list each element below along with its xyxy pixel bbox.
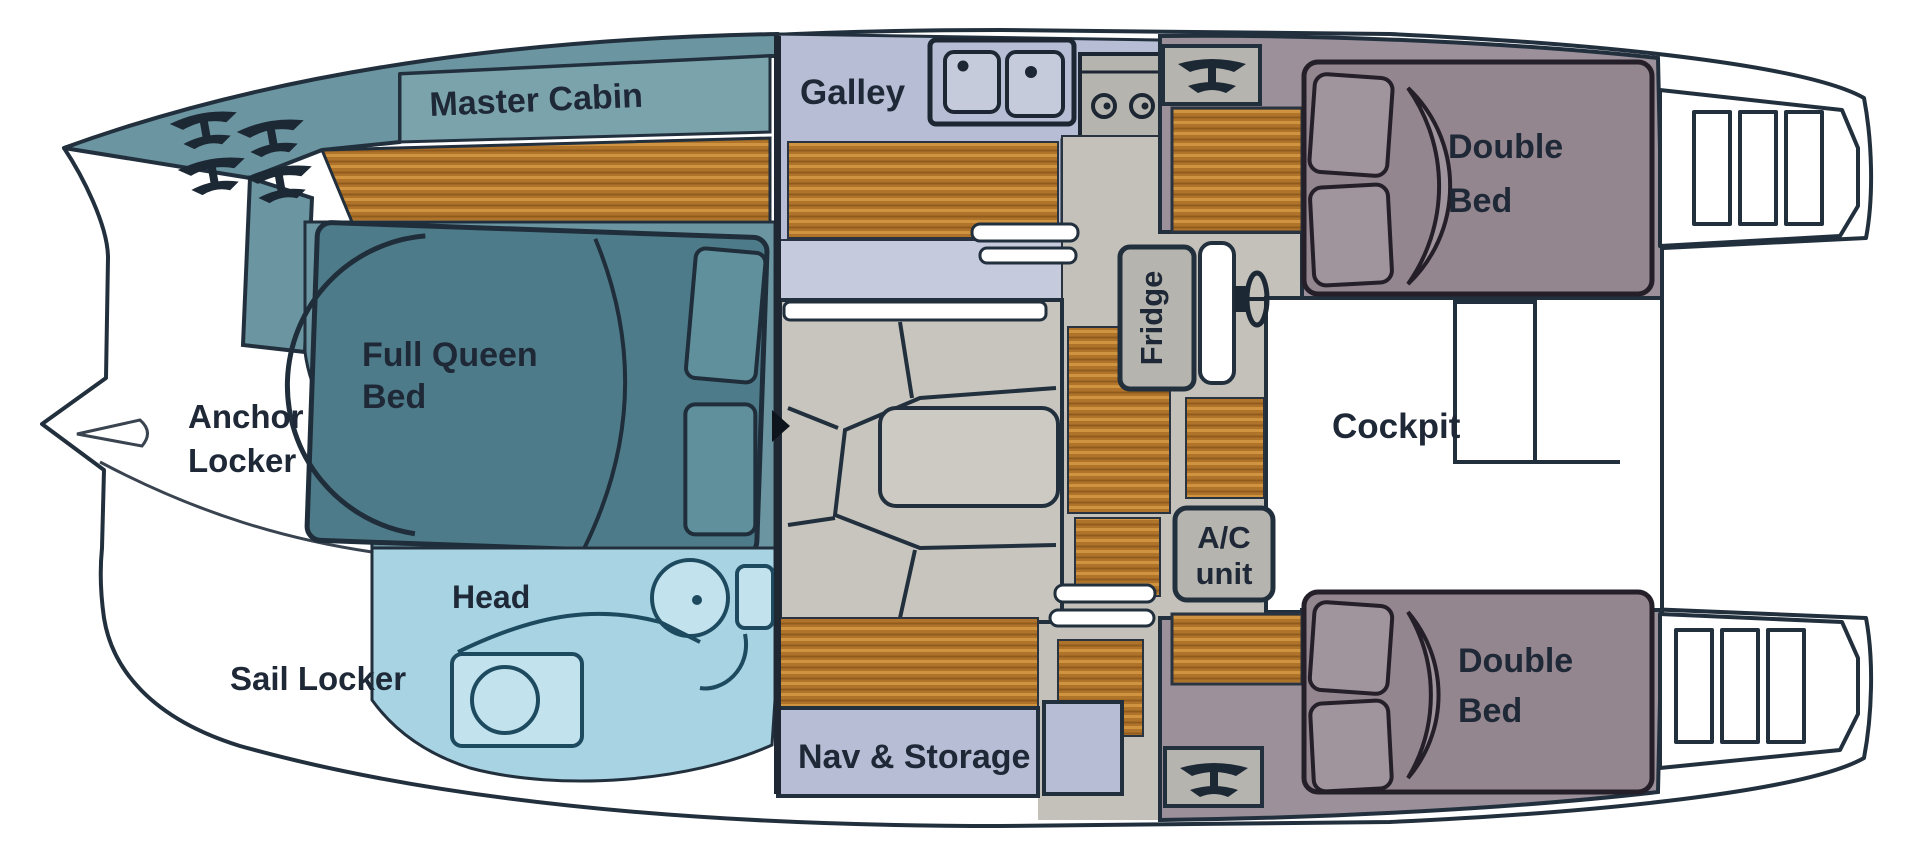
- drain-hook: [699, 633, 749, 691]
- step-sill: [1048, 608, 1156, 628]
- transom-steps-forward: [1658, 88, 1860, 248]
- bow-inner-line: [99, 460, 373, 554]
- nav-storage-label: Nav & Storage: [798, 738, 1030, 776]
- salon-table: [878, 406, 1060, 508]
- ac-unit: A/C unit: [1172, 505, 1276, 603]
- head-compartment: Head: [370, 546, 777, 783]
- anchor-locker-label-2: Locker: [188, 442, 296, 479]
- pillow: [1307, 72, 1395, 178]
- pillow: [1307, 600, 1395, 696]
- shower-icon: [450, 652, 584, 748]
- double-bed-aft-label-2: Bed: [1458, 692, 1522, 730]
- sail-locker-label: Sail Locker: [230, 660, 406, 697]
- salon: [778, 298, 1064, 624]
- pillow: [683, 402, 758, 537]
- cabin-wood-floor: [1170, 106, 1304, 234]
- blanket-crescent: [1406, 610, 1441, 780]
- double-bed-cabin-aft: Double Bed: [1158, 589, 1665, 823]
- helm-wheel-icon: [1234, 270, 1270, 328]
- nav-storage-area-2: [1042, 700, 1124, 796]
- full-queen-bed-label-1: Full Queen: [362, 336, 538, 374]
- settee-inner-edge: [832, 386, 1057, 551]
- anchor-locker-label-1: Anchor: [188, 398, 304, 435]
- sink-cabinet: [735, 564, 775, 630]
- walkway-wood: [1074, 517, 1161, 597]
- cockpit-bench: [1453, 300, 1537, 464]
- double-bed-cabin-forward: Double Bed: [1158, 33, 1664, 300]
- transom-steps-aft: [1658, 612, 1860, 770]
- head-label: Head: [452, 579, 530, 615]
- full-queen-bed-label-2: Bed: [362, 378, 426, 416]
- fridge: Fridge: [1117, 244, 1197, 392]
- full-queen-cabin: Full Queen Bed: [284, 220, 777, 558]
- port-wood-floor: [319, 136, 772, 224]
- ac-unit-label-2: unit: [1196, 556, 1253, 591]
- stove-burners-icon: [1078, 52, 1162, 142]
- pillow: [1308, 698, 1394, 794]
- ac-unit-label-1: A/C: [1197, 520, 1250, 555]
- double-sink-icon: [927, 37, 1077, 127]
- door-swing-marker: [772, 410, 790, 442]
- cabin-wood-floor: [1170, 612, 1304, 686]
- walkway-wood: [1185, 397, 1265, 499]
- pillow: [1308, 182, 1394, 288]
- step-sill: [1053, 583, 1157, 604]
- double-bed-fwd-label-1: Double: [1448, 128, 1563, 166]
- pillow: [684, 246, 768, 385]
- helm: [1198, 241, 1270, 385]
- blanket-crescent: [1406, 86, 1453, 286]
- salon-step-sill: [782, 300, 1048, 322]
- cockpit-label: Cockpit: [1332, 407, 1461, 446]
- nav-wood-floor: [777, 617, 1039, 711]
- head-counter-line: [457, 611, 701, 654]
- step-sill: [978, 246, 1078, 265]
- helm-seat: [1198, 241, 1236, 385]
- double-bed-fwd-label-2: Bed: [1448, 182, 1512, 220]
- galley-wood-floor: [787, 141, 1059, 239]
- settee-cushion-dividers: [787, 321, 917, 619]
- bow-sprit-icon: [76, 418, 149, 448]
- fridge-label: Fridge: [1134, 271, 1169, 366]
- step-sill: [970, 222, 1080, 243]
- galley-label: Galley: [800, 73, 906, 112]
- master-cabin: Master Cabin: [398, 54, 772, 144]
- queen-bed-blanket: [284, 233, 426, 537]
- double-bed-aft-label-1: Double: [1458, 642, 1573, 680]
- master-cabin-label: Master Cabin: [429, 77, 644, 124]
- cockpit: Cockpit: [1264, 296, 1664, 614]
